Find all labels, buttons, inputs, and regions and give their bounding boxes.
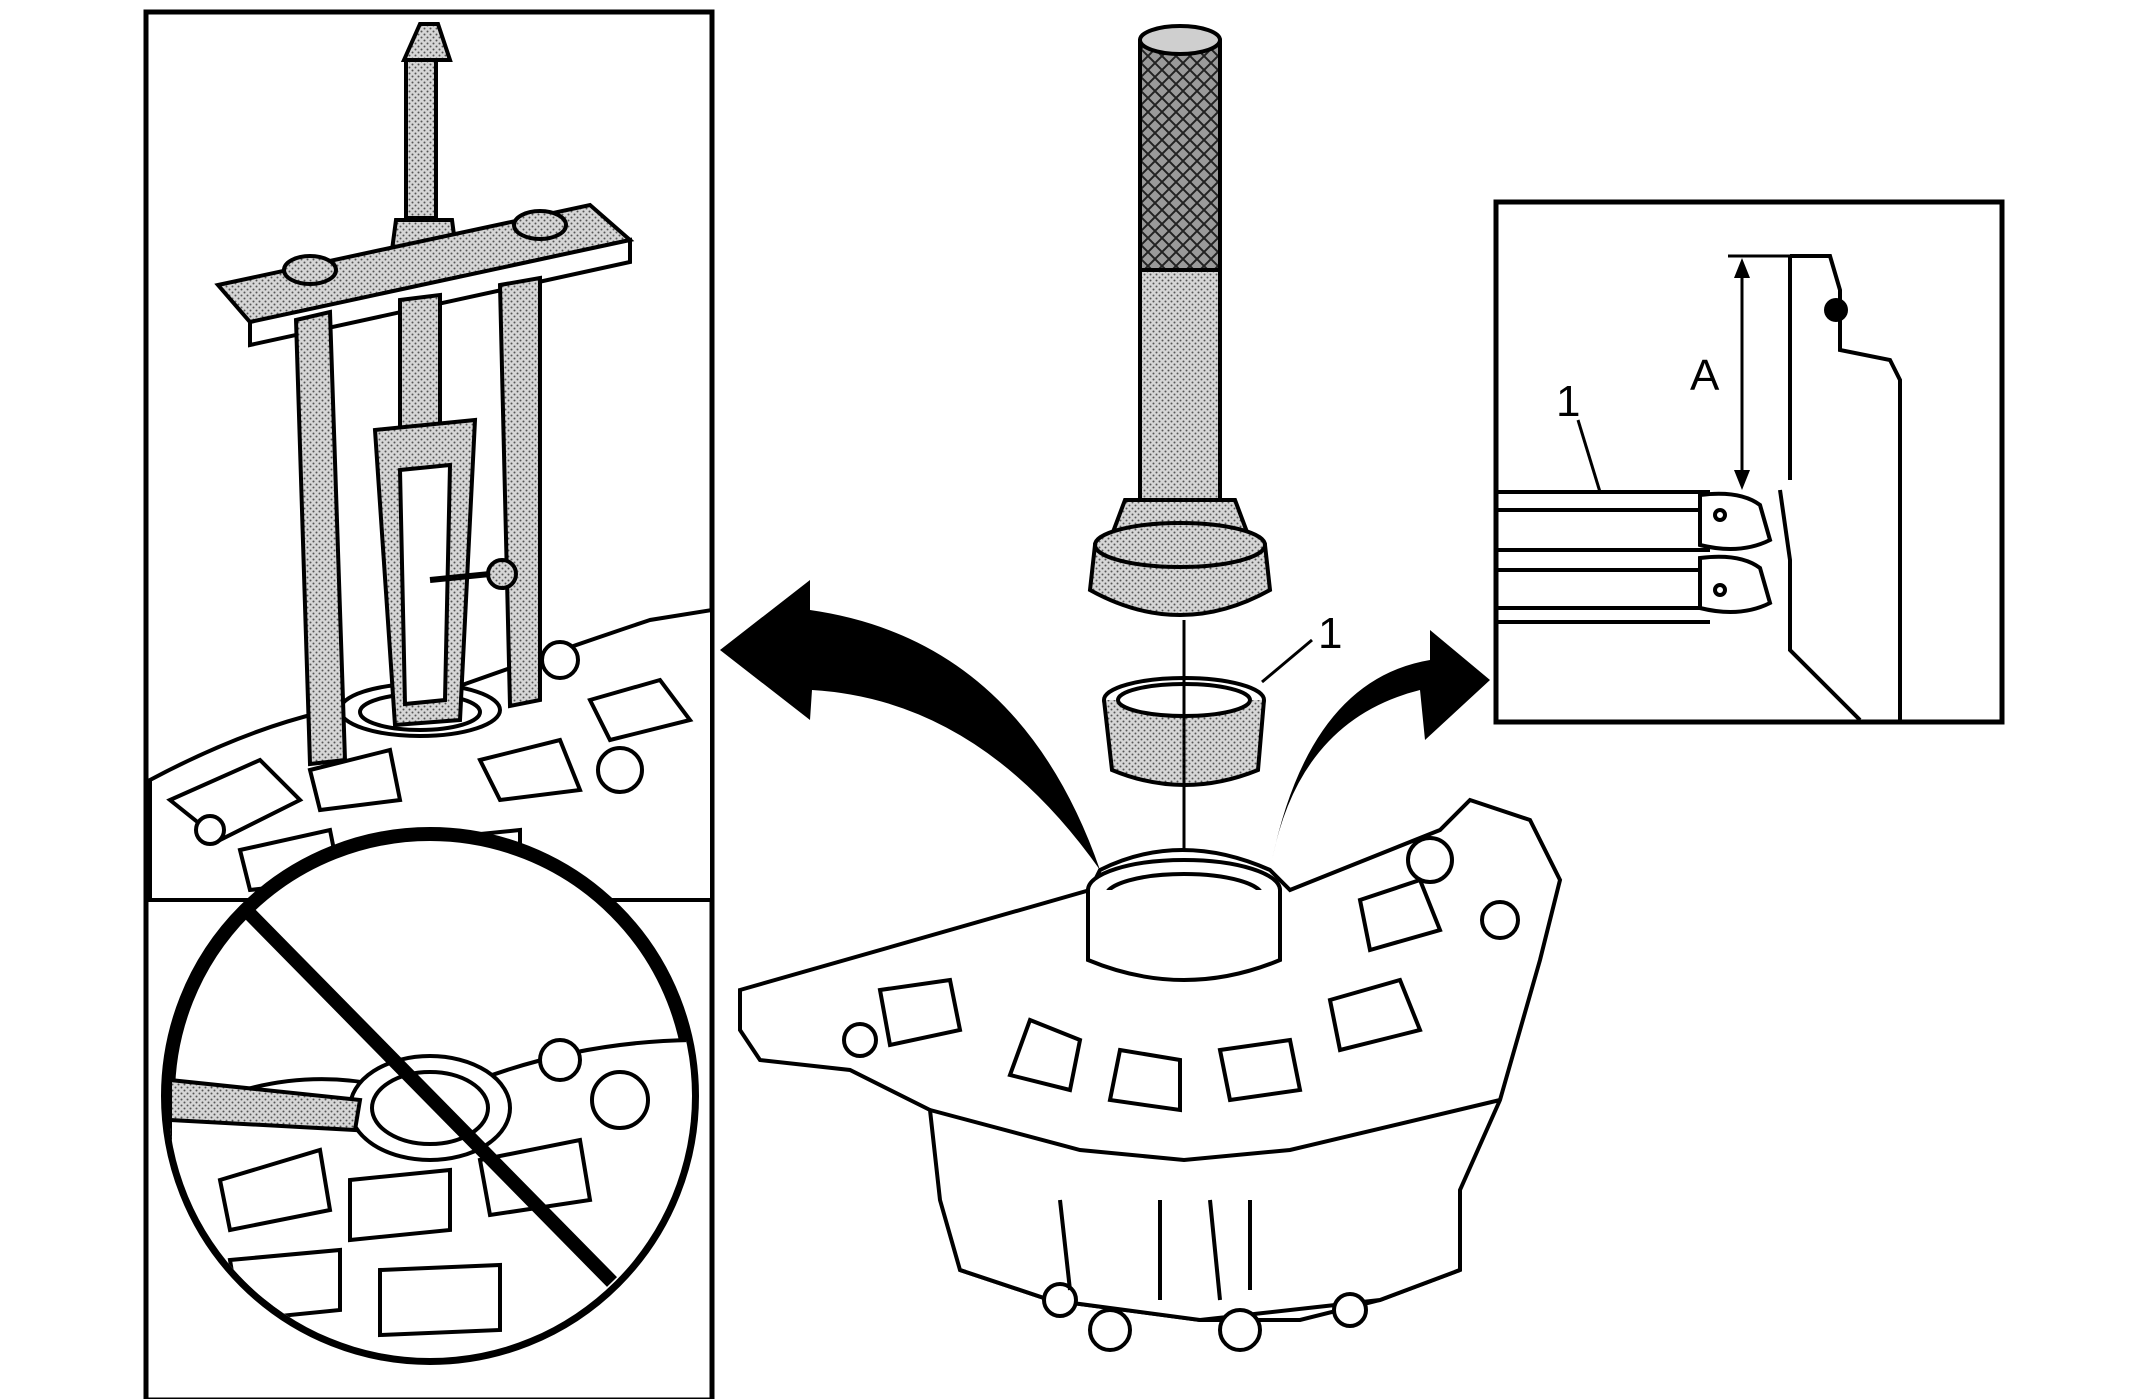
left-housing — [148, 607, 712, 902]
dimension-a-arrowhead-bottom — [1734, 470, 1750, 490]
left-panel — [143, 9, 715, 1399]
prohibition-inset — [161, 827, 699, 1365]
detail-seal-leader — [1576, 419, 1602, 493]
seal-installer-tool — [1087, 24, 1273, 617]
dimension-a-arrowhead-top — [1734, 258, 1750, 278]
seal-puller-tool — [214, 22, 635, 767]
seal-callout-leader — [1261, 638, 1313, 684]
seal-depth-detail — [1496, 254, 1902, 722]
prohibition-slash — [241, 905, 617, 1287]
center-assembly: 1 — [720, 24, 1563, 1352]
right-panel-frame — [1493, 199, 2005, 725]
detail-seal-label: 1 — [1556, 377, 1580, 426]
left-curved-arrow — [720, 580, 1100, 870]
o-ring — [1824, 298, 1848, 322]
dimension-a-label: A — [1690, 351, 1720, 400]
right-panel: A 1 — [1493, 199, 2005, 725]
seal-callout-label: 1 — [1318, 609, 1342, 658]
transmission-housing — [738, 797, 1563, 1352]
right-curved-arrow — [1272, 630, 1490, 860]
